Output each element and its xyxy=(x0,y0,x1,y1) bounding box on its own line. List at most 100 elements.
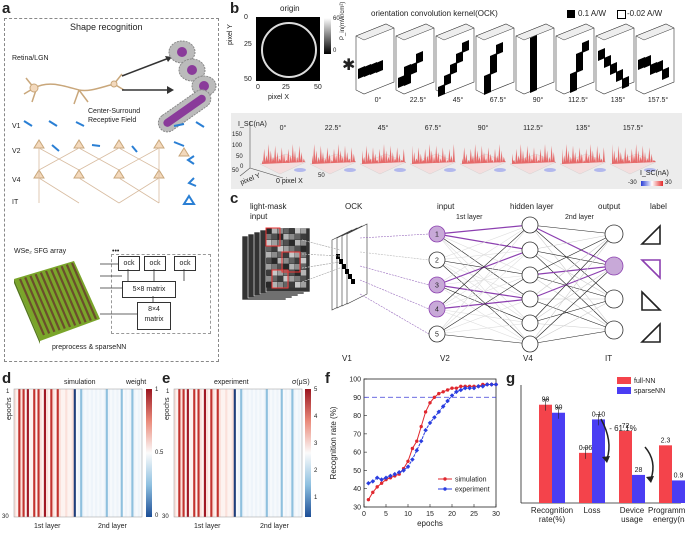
light-mask-pixel xyxy=(266,240,272,246)
isc-cbar-min: -30 xyxy=(628,180,637,186)
light-mask-pixel xyxy=(271,252,278,258)
light-mask-pixel xyxy=(266,258,272,264)
ock-kernel-cell xyxy=(570,71,577,84)
input-hidden-link xyxy=(436,224,531,286)
heatmap-column xyxy=(56,389,60,517)
heatmap-column xyxy=(229,389,232,517)
array-stripe xyxy=(65,264,92,322)
ock-angle-label: 135° xyxy=(611,96,626,104)
heatmap-column xyxy=(218,389,222,517)
heatmap-column xyxy=(188,389,192,517)
input-node-1 xyxy=(428,225,446,243)
mask-ock-link xyxy=(301,253,341,257)
heatmap-column xyxy=(265,389,269,517)
heatmap-column xyxy=(180,389,183,517)
ock-kernel-cell xyxy=(622,76,629,89)
input-node-4 xyxy=(428,300,446,318)
panel-label-e: e xyxy=(162,370,171,387)
isc-map-peaks xyxy=(562,144,606,164)
series-point xyxy=(371,490,375,495)
e-cbar-3: 3 xyxy=(314,441,318,447)
isc-cbar-title: I_SC(nA) xyxy=(640,170,669,177)
series-point xyxy=(458,387,464,393)
d-xlabel-1: 1st layer xyxy=(34,523,61,530)
series-point xyxy=(450,386,454,390)
light-mask-pixel xyxy=(289,228,295,234)
ock-kernel-cell xyxy=(484,73,491,86)
matrix-8x4-line2: matrix xyxy=(144,316,164,323)
isc-map-peaks xyxy=(312,144,356,164)
input-hidden-link xyxy=(436,298,531,335)
light-mask-pixel xyxy=(295,246,301,252)
reduction-annotation: - 61.1% xyxy=(609,424,637,433)
input-hidden-link xyxy=(436,233,531,276)
isc-label: I_SC(nA) xyxy=(238,121,267,128)
bar-value-label: 0.9 xyxy=(674,472,684,479)
hidden-output-link xyxy=(529,274,615,331)
d-cbar-05: 0.5 xyxy=(155,450,164,456)
x-axis-label: epochs xyxy=(417,519,443,528)
light-mask-pixel xyxy=(300,258,307,264)
legend-marker xyxy=(443,477,447,481)
isc-angle-label: 45° xyxy=(378,124,389,132)
isc-map-6: 135° xyxy=(559,124,607,175)
series-point xyxy=(366,480,371,486)
ock-kernel-cell xyxy=(662,67,669,80)
bar-value-label: 2.3 xyxy=(661,437,671,444)
legend-negative: -0.02 A/W xyxy=(627,9,663,18)
isc-map-peaks xyxy=(262,144,306,164)
heatmap-column xyxy=(20,389,23,517)
d-cbar-1: 1 xyxy=(155,387,159,393)
array-stripe xyxy=(34,273,61,331)
ock-kernel-cell xyxy=(582,40,589,53)
heatmap-column xyxy=(261,389,264,517)
light-mask-pixel xyxy=(271,264,278,270)
heatmap-column xyxy=(231,389,235,517)
comparison-bar-chart: 9890Recognitionrate(%)0.060.10Loss7228De… xyxy=(520,377,685,524)
ock-kernel-cell xyxy=(456,51,463,64)
e-y1: 1 xyxy=(166,389,170,395)
heatmap-column xyxy=(133,389,136,517)
heatmap-column xyxy=(291,389,294,517)
heatmap-column xyxy=(223,389,226,517)
b-x0: 0 xyxy=(256,84,260,91)
isc-map-peaks xyxy=(412,144,456,164)
x-tick-label: 30 xyxy=(492,511,500,518)
b-cbar-60: 60 xyxy=(333,16,340,22)
heatmap-column xyxy=(112,389,115,517)
d-y1: 1 xyxy=(6,389,10,395)
bar-sparseNN-2 xyxy=(632,474,645,503)
heatmap-column xyxy=(65,389,68,517)
c-hidden-title: hidden layer xyxy=(510,202,554,211)
input-hidden-link xyxy=(436,224,531,310)
y-tick-label: 70 xyxy=(353,431,361,438)
heatmap-column xyxy=(73,389,77,517)
heatmap-column xyxy=(206,389,209,517)
light-mask-pixel xyxy=(271,228,278,234)
c-bottom-v2: V2 xyxy=(440,354,450,363)
heatmap-column xyxy=(80,389,83,517)
legend-marker xyxy=(443,487,447,491)
light-mask-pixel xyxy=(295,282,301,288)
bar-sparseNN-3 xyxy=(672,480,685,503)
bar-sparseNN-0 xyxy=(552,412,565,503)
light-mask-pixel xyxy=(283,282,289,288)
heatmap-column xyxy=(259,389,262,517)
isc-50a: 50 xyxy=(232,168,239,174)
heatmap-column xyxy=(225,389,228,517)
series-point xyxy=(423,427,428,433)
neuron-hierarchy-illustration xyxy=(23,40,217,205)
light-mask-stack xyxy=(241,227,311,301)
ock-kernel-cell xyxy=(604,55,611,68)
ock-input-link xyxy=(359,279,430,310)
heatmap-column xyxy=(244,389,247,517)
series-point xyxy=(379,477,384,482)
isc-map-negative xyxy=(544,168,556,172)
heatmap-column xyxy=(26,389,30,517)
y-tick-label: 50 xyxy=(353,468,361,475)
heatmap-column xyxy=(131,389,134,517)
input-hidden-link xyxy=(436,274,531,335)
input-node-label: 5 xyxy=(435,332,439,339)
ock-kernel-cell xyxy=(644,55,651,68)
heatmap-column xyxy=(135,389,139,517)
